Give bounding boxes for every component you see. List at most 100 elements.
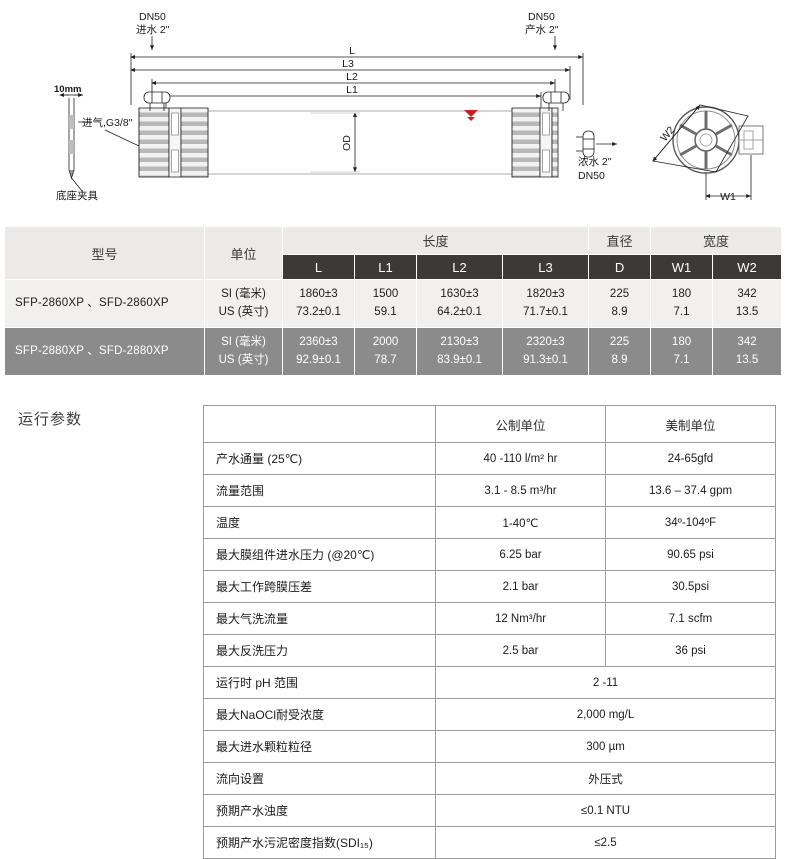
table-row: 预期产水污泥密度指数(SDI₁₅)≤2.5	[203, 826, 776, 859]
dimensions-table-container: 型号 单位 长度 直径 宽度 L L1 L2 L3 D W1 W2 SFP-28…	[4, 226, 783, 376]
parameter-name: 最大NaOCl耐受浓度	[203, 698, 436, 731]
value-si: 225	[609, 335, 630, 348]
value-us: 91.3±0.1	[523, 353, 568, 366]
parameter-value-metric: 6.25 bar	[435, 538, 606, 571]
parameter-value-combined: ≤0.1 NTU	[435, 794, 776, 827]
parameter-value-us: 90.65 psi	[605, 538, 776, 571]
cell-W2: 342 13.5	[712, 327, 783, 376]
parameter-name: 流向设置	[203, 762, 436, 795]
value-us: 8.9	[611, 305, 628, 318]
table-row: SFP-2860XP 、SFD-2860XP SI (毫米) US (英寸) 1…	[4, 279, 783, 328]
value-us: 7.1	[673, 305, 690, 318]
label-thickness: 10mm	[54, 84, 81, 95]
flow-marker-icon	[464, 110, 478, 121]
dim-label-L: L	[349, 45, 355, 57]
parameter-value-metric: 3.1 - 8.5 m³/hr	[435, 474, 606, 507]
unit-us: US (英寸)	[218, 353, 269, 366]
cell-W1: 180 7.1	[650, 327, 714, 376]
value-si: 2130±3	[440, 335, 479, 348]
parameter-value-us: 13.6 – 37.4 gpm	[605, 474, 776, 507]
col-header-D: D	[588, 254, 652, 280]
value-us: 59.1	[374, 305, 397, 318]
value-us: 7.1	[673, 353, 690, 366]
parameter-name: 运行时 pH 范围	[203, 666, 436, 699]
dimensions-table: 型号 单位 长度 直径 宽度 L L1 L2 L3 D W1 W2 SFP-28…	[4, 226, 783, 376]
value-us: 73.2±0.1	[296, 305, 341, 318]
unit-cell: SI (毫米) US (英寸)	[204, 279, 283, 328]
col-header-L3: L3	[501, 254, 590, 280]
label-base-clamp: 底座夹具	[56, 189, 98, 202]
value-us: 64.2±0.1	[437, 305, 482, 318]
cell-W1: 180 7.1	[650, 279, 714, 328]
value-si: 1860±3	[299, 287, 338, 300]
label-concentrate-dn: DN50	[578, 170, 605, 182]
col-header-W2: W2	[712, 254, 783, 280]
col-header-us: 美制单位	[605, 405, 776, 443]
value-si: 342	[737, 335, 757, 348]
value-si: 225	[609, 287, 630, 300]
dim-label-L3: L3	[342, 58, 354, 70]
cell-D: 225 8.9	[588, 279, 652, 328]
operating-parameters-title: 运行参数	[18, 410, 83, 428]
dimensions-header-top: 型号 单位 长度 直径 宽度	[4, 226, 783, 280]
parameter-value-us: 36 psi	[605, 634, 776, 667]
parameter-name: 最大气洗流量	[203, 602, 436, 635]
label-permeate-port: 产水 2"	[525, 23, 559, 36]
value-us: 83.9±0.1	[437, 353, 482, 366]
dim-label-W1: W1	[720, 191, 736, 203]
cell-L3: 2320±3 91.3±0.1	[501, 327, 590, 376]
value-si: 342	[737, 287, 757, 300]
col-header-width: 宽度	[650, 226, 783, 255]
col-header-parameter	[203, 405, 436, 443]
parameter-value-combined: 外压式	[435, 762, 776, 795]
label-concentrate-port: 浓水 2"	[578, 156, 612, 168]
value-us: 71.7±0.1	[523, 305, 568, 318]
parameter-name: 流量范围	[203, 474, 436, 507]
cell-L3: 1820±3 71.7±0.1	[501, 279, 590, 328]
model-name: SFP-2880XP 、SFD-2880XP	[4, 327, 205, 376]
value-si: 180	[671, 335, 692, 348]
label-permeate-dn: DN50	[528, 11, 555, 23]
unit-cell: SI (毫米) US (英寸)	[204, 327, 283, 376]
col-header-L1: L1	[354, 254, 417, 280]
parameter-name: 最大进水颗粒粒径	[203, 730, 436, 763]
col-header-W1: W1	[650, 254, 714, 280]
table-row: 流向设置外压式	[203, 762, 776, 795]
unit-us: US (英寸)	[218, 305, 269, 318]
unit-si: SI (毫米)	[221, 287, 266, 300]
dim-label-OD: OD	[341, 135, 353, 151]
col-header-diameter: 直径	[588, 226, 652, 255]
label-feed-port: 进水 2"	[136, 24, 170, 36]
col-header-model: 型号	[4, 226, 205, 280]
operating-header-row: 公制单位美制单位	[203, 405, 776, 443]
parameter-value-us: 7.1 scfm	[605, 602, 776, 635]
parameter-value-combined: 2 -11	[435, 666, 776, 699]
cell-D: 225 8.9	[588, 327, 652, 376]
parameter-value-us: 34º-104ºF	[605, 506, 776, 539]
cell-L2: 2130±3 83.9±0.1	[416, 327, 503, 376]
col-header-L: L	[282, 254, 355, 280]
value-si: 1820±3	[526, 287, 565, 300]
label-air-inlet: 进气,G3/8"	[82, 116, 133, 129]
value-us: 8.9	[611, 353, 628, 366]
parameter-value-metric: 2.5 bar	[435, 634, 606, 667]
dim-label-L1: L1	[346, 84, 358, 96]
value-si: 2360±3	[299, 335, 338, 348]
parameter-value-metric: 2.1 bar	[435, 570, 606, 603]
cell-W2: 342 13.5	[712, 279, 783, 328]
value-si: 2320±3	[526, 335, 565, 348]
table-row: SFP-2880XP 、SFD-2880XP SI (毫米) US (英寸) 2…	[4, 327, 783, 376]
parameter-name: 预期产水污泥密度指数(SDI₁₅)	[203, 826, 436, 859]
parameter-name: 最大膜组件进水压力 (@20℃)	[203, 538, 436, 571]
cell-L: 2360±3 92.9±0.1	[282, 327, 355, 376]
value-us: 78.7	[374, 353, 397, 366]
parameter-value-metric: 40 -110 l/m² hr	[435, 442, 606, 475]
parameter-name: 预期产水浊度	[203, 794, 436, 827]
